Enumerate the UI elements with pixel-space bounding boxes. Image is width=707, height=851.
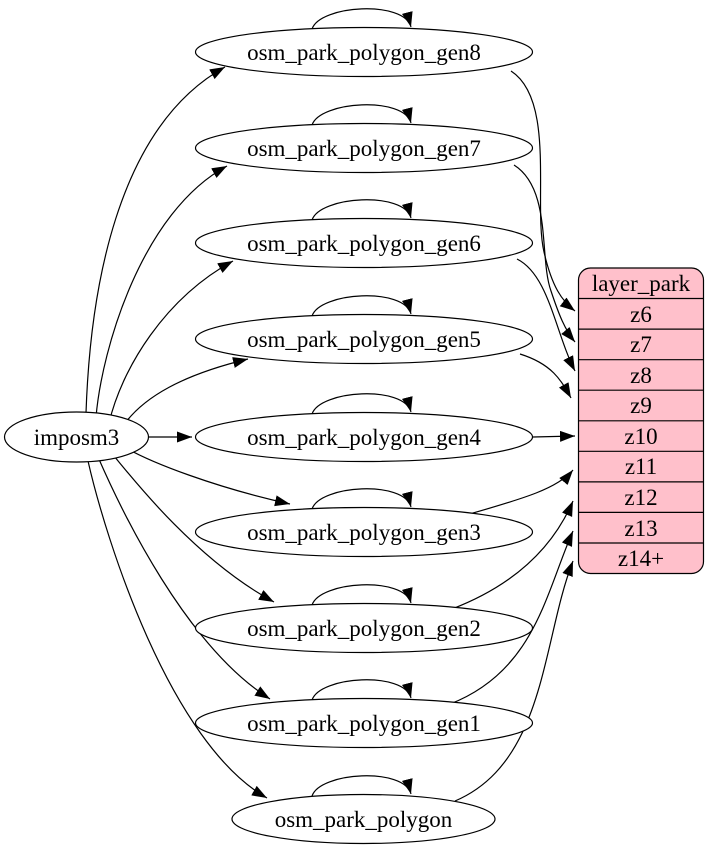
row-z13: z13 xyxy=(624,516,657,541)
polygon-label: osm_park_polygon xyxy=(275,807,453,832)
edge-gen5-to-z9 xyxy=(519,353,572,399)
edge-gen8-to-z6 xyxy=(510,70,576,312)
gen8-label: osm_park_polygon_gen8 xyxy=(247,40,481,65)
self-loop-gen7 xyxy=(311,104,413,126)
edge-imposm3-to-gen7 xyxy=(95,165,228,418)
row-z6: z6 xyxy=(630,302,652,327)
gen3-label: osm_park_polygon_gen3 xyxy=(247,520,481,545)
edges-self-loops xyxy=(311,8,413,797)
layer-park-title: layer_park xyxy=(592,271,691,296)
row-z14plus: z14+ xyxy=(618,546,664,571)
gen1-ellipse xyxy=(194,697,534,749)
row-z11: z11 xyxy=(625,454,657,479)
edge-gen4-to-z10 xyxy=(532,430,576,442)
edges-tables-to-layer xyxy=(449,70,576,802)
gen5-label: osm_park_polygon_gen5 xyxy=(247,327,481,352)
self-loop-polygon xyxy=(311,775,413,797)
self-loop-gen8 xyxy=(311,8,413,30)
row-z10: z10 xyxy=(624,424,657,449)
edge-gen1-to-z13 xyxy=(449,530,574,705)
node-osm-park-polygon-gen2: osm_park_polygon_gen2 xyxy=(194,602,534,654)
node-osm-park-polygon-gen4: osm_park_polygon_gen4 xyxy=(194,411,534,463)
edge-imposm3-to-gen5 xyxy=(120,357,249,430)
gen6-ellipse xyxy=(194,217,534,269)
imposm3-ellipse xyxy=(3,411,150,463)
gen1-label: osm_park_polygon_gen1 xyxy=(247,711,481,736)
gen4-ellipse xyxy=(194,411,534,463)
self-loop-gen1 xyxy=(311,679,413,701)
edge-imposm3-to-gen2 xyxy=(109,450,275,603)
row-z7: z7 xyxy=(630,332,652,357)
node-osm-park-polygon-gen5: osm_park_polygon_gen5 xyxy=(194,313,534,365)
edge-gen7-to-z7 xyxy=(513,164,576,343)
edge-imposm3-to-gen8 xyxy=(85,66,226,414)
edge-imposm3-to-gen1 xyxy=(97,456,271,700)
node-osm-park-polygon-gen7: osm_park_polygon_gen7 xyxy=(194,122,534,174)
gen5-ellipse xyxy=(194,313,534,365)
node-osm-park-polygon-gen1: osm_park_polygon_gen1 xyxy=(194,697,534,749)
gen8-ellipse xyxy=(194,26,534,78)
gen7-ellipse xyxy=(194,122,534,174)
polygon-ellipse xyxy=(231,793,496,845)
self-loop-gen5 xyxy=(311,295,413,317)
gen2-ellipse xyxy=(194,602,534,654)
node-osm-park-polygon-gen6: osm_park_polygon_gen6 xyxy=(194,217,534,269)
edge-imposm3-to-gen6 xyxy=(108,260,234,424)
edge-gen6-to-z8 xyxy=(516,258,576,372)
self-loop-gen2 xyxy=(311,584,413,606)
gen7-label: osm_park_polygon_gen7 xyxy=(247,136,481,161)
imposm3-label: imposm3 xyxy=(34,425,120,450)
node-imposm3: imposm3 xyxy=(3,411,150,463)
gen6-label: osm_park_polygon_gen6 xyxy=(247,231,481,256)
self-loop-gen3 xyxy=(311,488,413,510)
edge-polygon-to-z14plus xyxy=(454,560,574,802)
node-osm-park-polygon-gen8: osm_park_polygon_gen8 xyxy=(194,26,534,78)
node-layer-park: layer_park z6 z7 z8 z9 z10 z11 z12 z13 z… xyxy=(577,267,705,575)
row-z9: z9 xyxy=(630,393,652,418)
edge-imposm3-to-polygon xyxy=(87,460,268,799)
gen3-ellipse xyxy=(194,506,534,558)
self-loop-gen6 xyxy=(311,199,413,221)
gen4-label: osm_park_polygon_gen4 xyxy=(247,425,481,450)
row-z8: z8 xyxy=(630,363,652,388)
gen2-label: osm_park_polygon_gen2 xyxy=(247,616,481,641)
self-loop-gen4 xyxy=(311,393,413,415)
edge-gen2-to-z12 xyxy=(451,500,574,610)
node-osm-park-polygon-gen3: osm_park_polygon_gen3 xyxy=(194,506,534,558)
row-z12: z12 xyxy=(624,485,657,510)
node-osm-park-polygon: osm_park_polygon xyxy=(231,793,496,845)
edge-gen3-to-z11 xyxy=(465,469,574,516)
